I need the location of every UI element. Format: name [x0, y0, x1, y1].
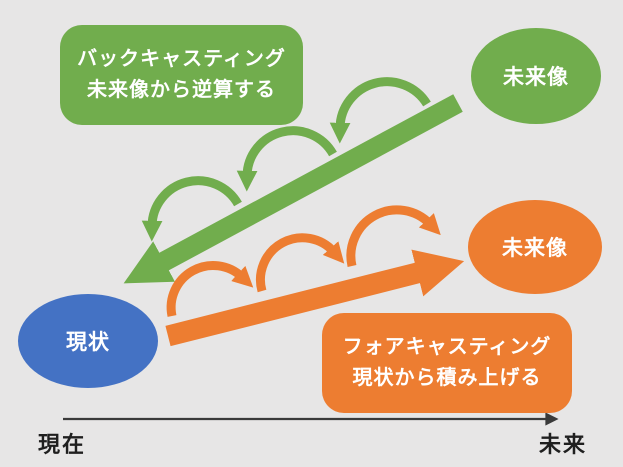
forecasting-hop-arrow-1 [166, 261, 254, 317]
backcasting-subtitle: 未来像から逆算する [87, 79, 276, 101]
forecasting-future-label: 未来像 [502, 237, 568, 260]
backcasting-callout: バックキャスティング 未来像から逆算する [60, 25, 303, 125]
current-state-label: 現状 [66, 331, 110, 354]
backcasting-hop-arrow-1 [329, 77, 431, 144]
current-state-ellipse: 現状 [18, 294, 158, 388]
backcasting-title: バックキャスティング [77, 48, 286, 70]
forecasting-main-arrow [165, 249, 465, 347]
backcasting-hop-arrow-3 [141, 176, 242, 242]
forecasting-subtitle: 現状から積み上げる [352, 367, 542, 389]
forecasting-future-ellipse: 未来像 [468, 200, 602, 294]
backcasting-future-ellipse: 未来像 [471, 28, 601, 124]
forecasting-callout: フォアキャスティング 現状から積み上げる [322, 313, 572, 413]
backcasting-hop-arrow-2 [236, 126, 337, 192]
axis-label-present: 現在 [38, 432, 87, 457]
axis-label-future: 未来 [539, 432, 588, 457]
forecasting-title: フォアキャスティング [342, 336, 552, 358]
forecasting-hop-arrow-2 [255, 233, 345, 293]
forecasting-hop-arrow-3 [346, 205, 441, 267]
backcasting-main-arrow [123, 94, 463, 284]
backcasting-future-label: 未来像 [503, 66, 569, 89]
